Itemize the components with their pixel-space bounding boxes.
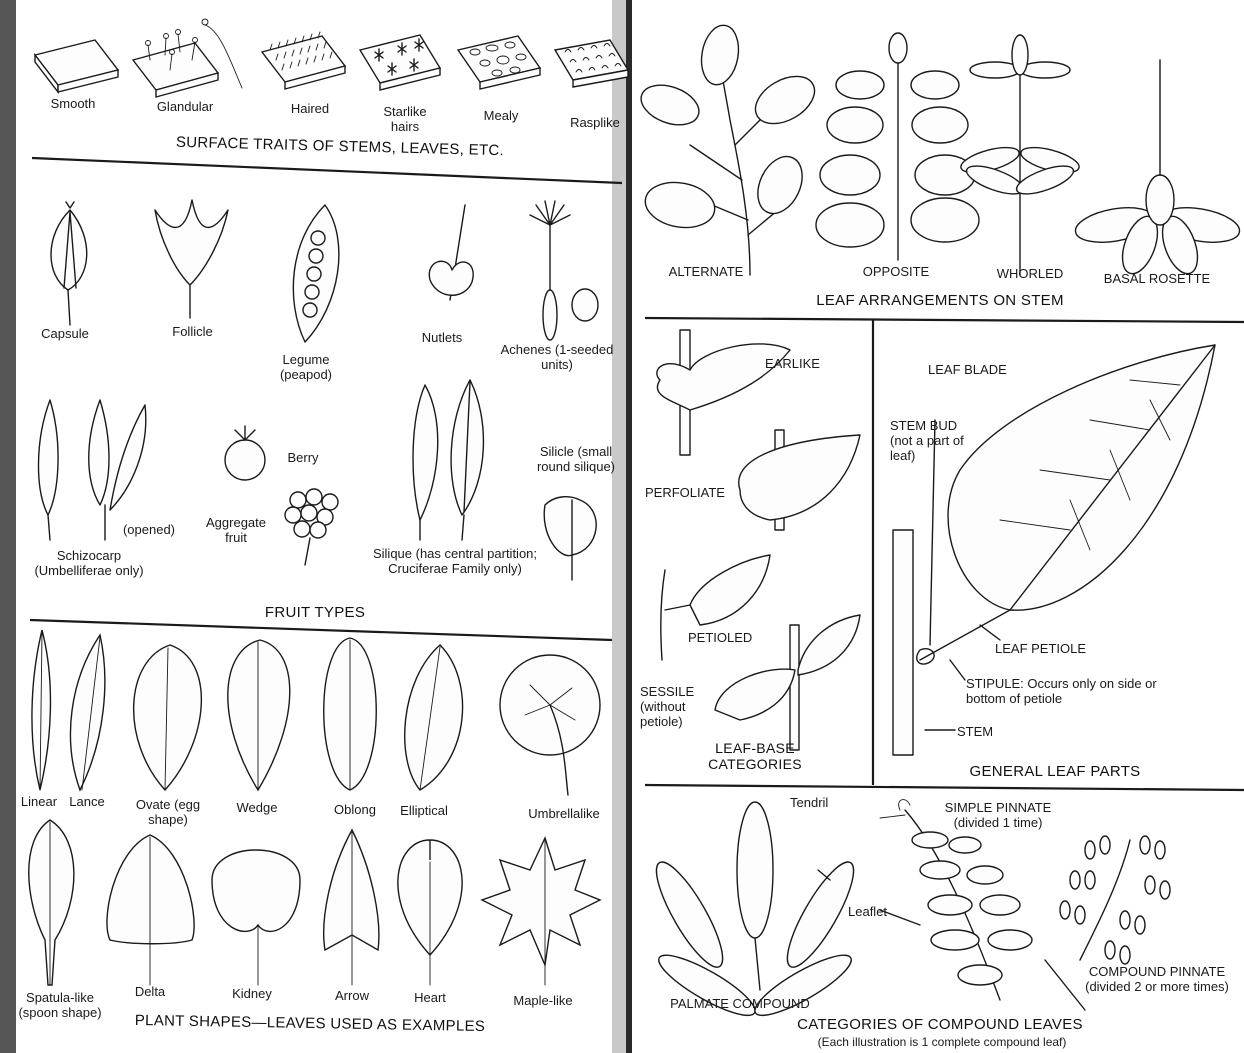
shape-label-arrow: Arrow: [322, 988, 382, 1003]
leaf-parts-title: GENERAL LEAF PARTS: [940, 763, 1170, 780]
glandular-block-icon: [133, 19, 242, 97]
smooth-block-icon: [35, 40, 118, 92]
leaf-parts-divider: [645, 785, 1244, 790]
surface-label-starlike: Starlike hairs: [374, 104, 436, 134]
surface-traits-drawings: [35, 19, 628, 97]
surface-label-glandular: Glandular: [140, 99, 230, 114]
mealy-block-icon: [458, 36, 540, 89]
compound-leaves-title: CATEGORIES OF COMPOUND LEAVES: [770, 1016, 1110, 1033]
leaf-part-label-blade: LEAF BLADE: [928, 362, 1007, 377]
shape-label-lance: Lance: [62, 794, 112, 809]
shape-label-elliptical: Elliptical: [388, 803, 460, 818]
left-page-edge: [0, 0, 16, 1053]
surface-label-mealy: Mealy: [470, 108, 532, 123]
leaf-base-label-petioled: PETIOLED: [688, 630, 752, 645]
arrangement-label-alternate: ALTERNATE: [656, 264, 756, 279]
compound-leaves-subtitle: (Each illustration is 1 complete compoun…: [772, 1035, 1112, 1050]
leaf-part-label-bud: STEM BUD (not a part of leaf): [890, 418, 970, 463]
fruit-divider: [30, 620, 612, 640]
compound-label-simple-pinnate: SIMPLE PINNATE (divided 1 time): [928, 800, 1068, 830]
arrangement-drawings: [636, 22, 1243, 278]
shape-label-heart: Heart: [402, 990, 458, 1005]
haired-block-icon: [262, 32, 345, 89]
surface-label-smooth: Smooth: [42, 96, 104, 111]
surface-label-rasplike: Rasplike: [560, 115, 630, 130]
fruit-label-silicle: Silicle (small round silique): [536, 444, 616, 474]
shape-label-oblong: Oblong: [323, 802, 387, 817]
shape-drawings-row1: [32, 630, 600, 795]
compound-label-compound-pinnate: COMPOUND PINNATE (divided 2 or more time…: [1070, 964, 1244, 994]
shape-label-maple: Maple-like: [498, 993, 588, 1008]
leaf-base-label-perfoliate: PERFOLIATE: [645, 485, 725, 500]
fruit-label-opened: (opened): [116, 522, 182, 537]
compound-label-palmate: PALMATE COMPOUND: [650, 996, 830, 1011]
shape-label-delta: Delta: [122, 984, 178, 999]
leaf-base-label-sessile: SESSILE (without petiole): [640, 684, 706, 729]
leaf-base-title: LEAF-BASE CATEGORIES: [690, 740, 820, 772]
arrangement-label-whorled: WHORLED: [980, 266, 1080, 281]
compound-label-tendril: Tendril: [790, 795, 828, 810]
compound-label-leaflet: Leaflet: [848, 904, 887, 919]
surface-divider: [32, 158, 622, 183]
shape-label-ovate: Ovate (egg shape): [120, 797, 216, 827]
shape-label-wedge: Wedge: [225, 800, 289, 815]
fruit-label-legume: Legume (peapod): [268, 352, 344, 382]
leaf-arrangements-title: LEAF ARRANGEMENTS ON STEM: [780, 292, 1100, 309]
shape-label-kidney: Kidney: [222, 986, 282, 1001]
shape-label-umbrellalike: Umbrellalike: [518, 806, 610, 821]
arrangement-divider: [645, 318, 1244, 322]
fruit-label-follicle: Follicle: [160, 324, 225, 339]
fruit-label-capsule: Capsule: [30, 326, 100, 341]
fruit-label-achenes: Achenes (1-seeded units): [498, 342, 616, 372]
fruit-label-aggregate: Aggregate fruit: [194, 515, 278, 545]
leaf-part-label-stipule: STIPULE: Occurs only on side or bottom o…: [966, 676, 1198, 706]
arrangement-label-opposite: OPPOSITE: [846, 264, 946, 279]
fruit-label-silique: Silique (has central partition; Crucifer…: [370, 546, 540, 576]
shape-label-linear: Linear: [14, 794, 64, 809]
surface-label-haired: Haired: [278, 101, 342, 116]
leaf-part-label-petiole: LEAF PETIOLE: [995, 641, 1086, 656]
gutter-line: [626, 0, 632, 1053]
fruit-label-berry: Berry: [278, 450, 328, 465]
shape-label-spatula: Spatula-like (spoon shape): [10, 990, 110, 1020]
fruit-label-nutlets: Nutlets: [410, 330, 474, 345]
leaf-base-label-earlike: EARLIKE: [765, 356, 820, 371]
starlike-block-icon: [360, 35, 440, 90]
leaf-part-label-stem: STEM: [957, 724, 993, 739]
fruit-label-schizocarp: Schizocarp (Umbelliferae only): [18, 548, 160, 578]
shape-drawings-row2: [29, 820, 600, 985]
arrangement-label-basal-rosette: BASAL ROSETTE: [1092, 271, 1222, 286]
fruit-types-title: FRUIT TYPES: [230, 604, 400, 621]
